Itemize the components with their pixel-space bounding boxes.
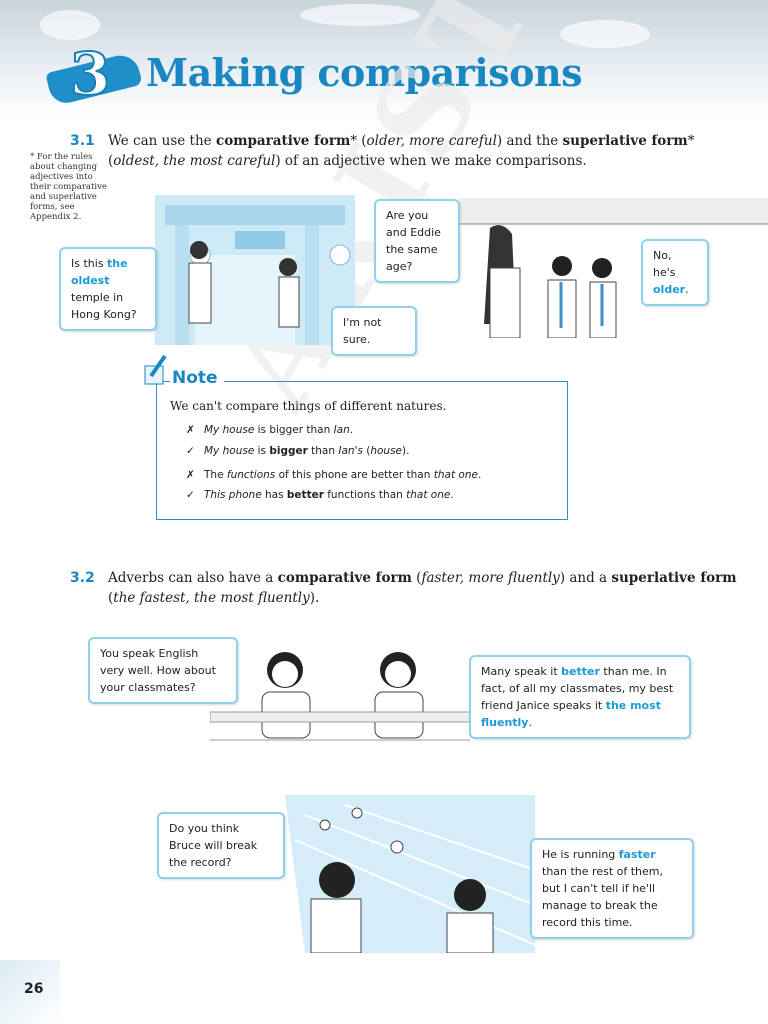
chapter-number: 3 bbox=[69, 39, 111, 109]
section-text-line: (the fastest, the most fluently). bbox=[108, 590, 320, 606]
race-illustration bbox=[285, 795, 535, 953]
note-example-row: ✓My house is bigger than Ian's (house). bbox=[186, 445, 410, 457]
note-pencil-icon bbox=[144, 354, 167, 385]
corner-decoration bbox=[0, 960, 60, 1024]
speech-bubble-older: No, he's older. bbox=[641, 239, 709, 306]
chapter-title: Making comparisons bbox=[146, 50, 582, 95]
students-illustration bbox=[460, 198, 768, 338]
speech-bubble-english-question: You speak English very well. How about y… bbox=[88, 637, 238, 704]
note-example-row: ✓This phone has better functions than th… bbox=[186, 489, 454, 501]
cross-icon: ✗ bbox=[186, 469, 195, 481]
check-icon: ✓ bbox=[186, 445, 195, 457]
speech-bubble-many-speak: Many speak it better than me. In fact, o… bbox=[469, 655, 691, 739]
note-label: Note bbox=[170, 368, 224, 388]
page-number: 26 bbox=[24, 981, 44, 997]
note-example-row: ✗The functions of this phone are better … bbox=[186, 469, 482, 481]
section-number: 3.1 bbox=[70, 133, 95, 149]
footnote: * For the rules about changing adjective… bbox=[30, 152, 107, 222]
section-number: 3.2 bbox=[70, 570, 95, 586]
banner-texture bbox=[40, 10, 100, 40]
speech-bubble-temple: Is this the oldest temple in Hong Kong? bbox=[59, 247, 157, 331]
banner-texture bbox=[560, 20, 650, 48]
speech-bubble-same-age: Are you and Eddie the same age? bbox=[374, 199, 460, 283]
section-text-line: Adverbs can also have a comparative form… bbox=[108, 570, 737, 586]
speech-bubble-not-sure: I'm not sure. bbox=[331, 306, 417, 356]
check-icon: ✓ bbox=[186, 489, 195, 501]
note-box bbox=[156, 381, 568, 520]
temple-illustration bbox=[155, 195, 355, 345]
note-example-row: ✗My house is bigger than Ian. bbox=[186, 424, 354, 436]
section-text-line: We can use the comparative form* (older,… bbox=[108, 133, 695, 149]
girls-illustration bbox=[210, 640, 470, 760]
banner-texture bbox=[300, 4, 420, 26]
cross-icon: ✗ bbox=[186, 424, 195, 436]
speech-bubble-bruce-question: Do you think Bruce will break the record… bbox=[157, 812, 285, 879]
section-text-line: (oldest, the most careful) of an adjecti… bbox=[108, 153, 587, 169]
note-intro: We can't compare things of different nat… bbox=[170, 399, 447, 413]
speech-bubble-running-faster: He is running faster than the rest of th… bbox=[530, 838, 694, 939]
